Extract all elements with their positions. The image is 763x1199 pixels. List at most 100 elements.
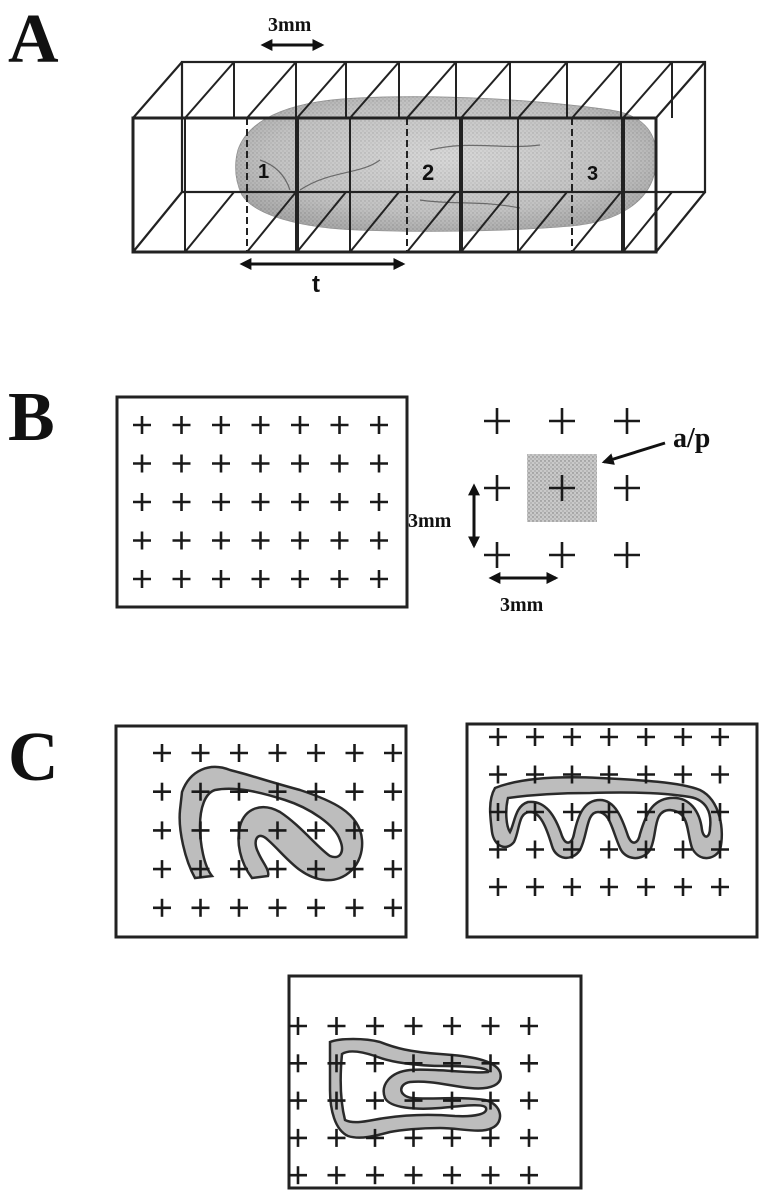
grid-point xyxy=(307,898,325,917)
panel-c: C xyxy=(8,719,759,1190)
grid-point xyxy=(404,1054,423,1073)
grid-point xyxy=(481,1017,500,1035)
grid-point xyxy=(327,1054,346,1073)
grid-point xyxy=(291,531,309,550)
grid-point xyxy=(133,570,151,588)
section-1-point-grid xyxy=(153,744,402,917)
grid-point xyxy=(327,1128,346,1147)
grid-point xyxy=(674,728,692,746)
grid-point xyxy=(563,840,581,859)
grid-point xyxy=(404,1166,423,1185)
grid-point xyxy=(384,898,402,917)
section-2-point-grid xyxy=(489,728,729,896)
grid-point xyxy=(268,821,287,840)
grid-point xyxy=(230,821,248,840)
grid-point xyxy=(366,1017,384,1035)
grid-point xyxy=(268,744,287,762)
grid-point xyxy=(370,416,388,434)
grid-point xyxy=(443,1166,461,1185)
grid-point xyxy=(366,1128,384,1147)
grid-point xyxy=(443,1054,461,1073)
grid-point xyxy=(191,782,210,801)
section-2-frame xyxy=(465,722,759,939)
grid-point xyxy=(711,840,729,859)
grid-point xyxy=(327,1017,346,1035)
panel-b-letter: B xyxy=(8,379,55,456)
grid-point xyxy=(153,782,171,801)
grid-point xyxy=(212,454,230,473)
grid-point xyxy=(443,1128,461,1147)
grid-point xyxy=(520,1054,538,1073)
grid-point xyxy=(520,1166,538,1185)
grid-point xyxy=(212,416,230,434)
horizontal-spacing-label: 3mm xyxy=(500,594,544,616)
grid-point xyxy=(212,570,230,588)
point-grid-detail xyxy=(484,408,640,568)
grid-point xyxy=(289,1166,307,1185)
grid-point xyxy=(291,416,309,434)
grid-point xyxy=(489,765,507,784)
section-2-tissue xyxy=(488,776,724,860)
grid-point xyxy=(484,408,510,434)
grid-point xyxy=(327,1091,346,1110)
area-per-point-arrow xyxy=(601,441,666,465)
grid-point xyxy=(481,1091,500,1110)
grid-point xyxy=(443,1017,461,1035)
grid-point xyxy=(153,744,171,762)
grid-point xyxy=(172,570,191,588)
grid-point xyxy=(404,1017,423,1035)
grid-point xyxy=(489,728,507,746)
grid-point xyxy=(291,493,309,511)
grid-point xyxy=(674,878,692,896)
grid-point xyxy=(384,744,402,762)
grid-point xyxy=(172,531,191,550)
grid-point xyxy=(637,840,655,859)
grid-point xyxy=(191,821,210,840)
grid-point xyxy=(307,860,325,879)
grid-point xyxy=(289,1054,307,1073)
grid-point xyxy=(370,531,388,550)
grid-point xyxy=(366,1054,384,1073)
grid-point xyxy=(172,493,191,511)
grid-point xyxy=(484,542,510,568)
grid-point xyxy=(153,898,171,917)
section-1-frame xyxy=(114,724,408,939)
grid-point xyxy=(251,454,270,473)
grid-point xyxy=(153,821,171,840)
grid-point xyxy=(443,1091,461,1110)
grid-point xyxy=(291,570,309,588)
section-2 xyxy=(465,722,759,939)
grid-point xyxy=(563,878,581,896)
panel-a-letter: A xyxy=(8,1,59,78)
grid-point xyxy=(345,744,364,762)
grid-point xyxy=(600,878,618,896)
grid-point xyxy=(230,744,248,762)
grid-point xyxy=(307,744,325,762)
grid-point xyxy=(133,493,151,511)
grid-point xyxy=(251,531,270,550)
grid-point xyxy=(291,454,309,473)
grid-point xyxy=(520,1128,538,1147)
grid-point xyxy=(153,860,171,879)
panel-c-letter: C xyxy=(8,719,59,796)
section-3-point-grid xyxy=(289,1017,538,1185)
grid-point xyxy=(526,803,544,821)
grid-point xyxy=(563,803,581,821)
grid-point xyxy=(289,1091,307,1110)
section-3-frame xyxy=(287,974,583,1190)
grid-point xyxy=(384,821,402,840)
grid-point xyxy=(251,493,270,511)
section-label-3: 3 xyxy=(587,163,598,185)
grid-point xyxy=(366,1091,384,1110)
grid-point xyxy=(563,728,581,746)
grid-point xyxy=(711,878,729,896)
section-grid-frame xyxy=(115,395,409,609)
grid-point xyxy=(268,898,287,917)
grid-point xyxy=(600,803,618,821)
grid-point xyxy=(637,878,655,896)
grid-point xyxy=(674,803,692,821)
grid-point xyxy=(345,821,364,840)
grid-point xyxy=(289,1128,307,1147)
grid-point xyxy=(251,416,270,434)
grid-point xyxy=(345,782,364,801)
